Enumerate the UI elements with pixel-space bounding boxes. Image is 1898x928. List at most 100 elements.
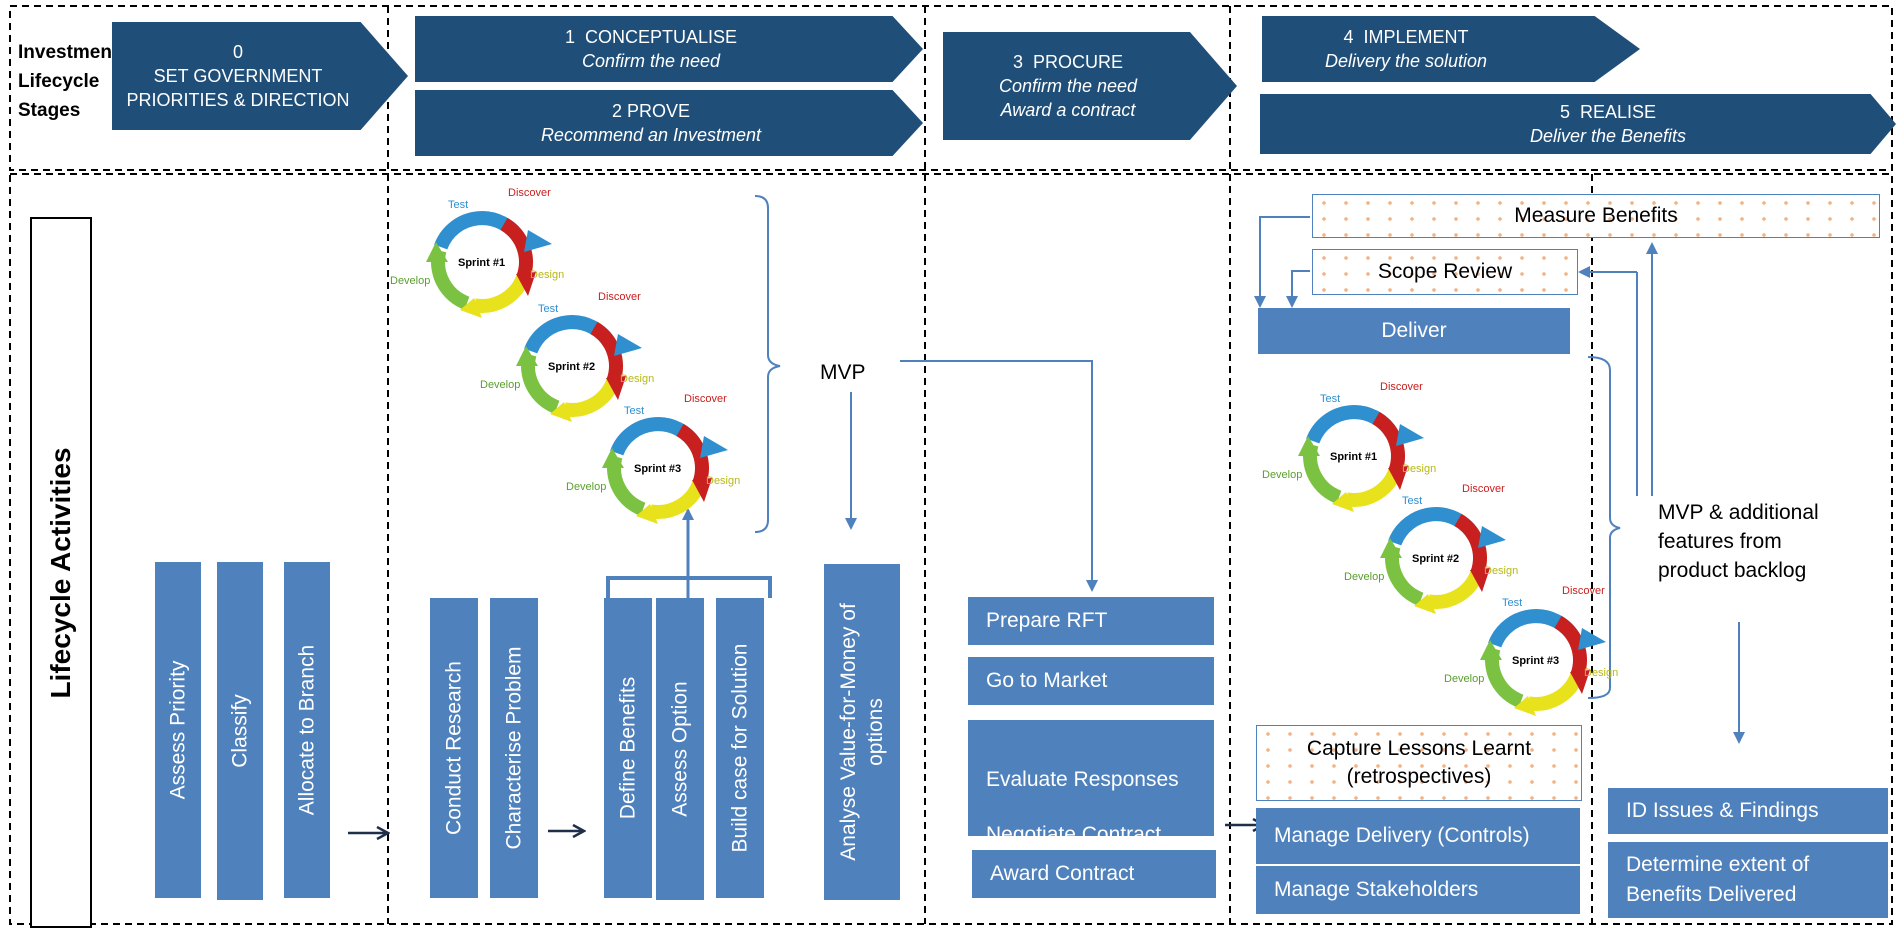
test-label: Test	[1320, 393, 1340, 405]
measure-benefits-box[interactable]: Measure Benefits	[1312, 194, 1880, 238]
lessons-learnt-line-2: (retrospectives)	[1346, 765, 1492, 788]
allocate-to-branch-box[interactable]: Allocate to Branch	[284, 562, 330, 898]
test-label: Test	[1502, 597, 1522, 609]
design-label: Design	[1584, 667, 1618, 679]
discover-label: Discover	[508, 187, 551, 199]
sprint-arrowhead	[1396, 424, 1424, 446]
stage-2-chevron: 2 PROVE Recommend an Investment	[415, 90, 923, 156]
stage-label-line-3: Stages	[18, 100, 81, 121]
assess-option-label: Assess Option	[668, 681, 692, 817]
develop-label: Develop	[480, 379, 520, 391]
go-to-market-box[interactable]: Go to Market	[968, 657, 1214, 705]
lifecycle-activities-label: Lifecycle Activities	[30, 217, 92, 928]
stage-4-number: 4	[1343, 27, 1354, 47]
develop-label: Develop	[390, 275, 430, 287]
characterise-problem-label: Characterise Problem	[502, 646, 526, 850]
build-case-label: Build case for Solution	[728, 643, 752, 853]
manage-stakeholders-box[interactable]: Manage Stakeholders	[1256, 866, 1580, 914]
stage-0-title: SET GOVERNMENT	[153, 66, 323, 86]
sprint-arrowhead	[1578, 628, 1606, 650]
sprint-label: Sprint #2	[1412, 553, 1459, 565]
discover-arrow	[1372, 411, 1405, 474]
assess-option-box[interactable]: Assess Option	[656, 598, 704, 900]
classify-box[interactable]: Classify	[217, 562, 263, 900]
lessons-learnt-box[interactable]: Capture Lessons Learnt (retrospectives)	[1256, 725, 1582, 801]
id-issues-box[interactable]: ID Issues & Findings	[1608, 788, 1888, 834]
develop-label: Develop	[1262, 469, 1302, 481]
assess-priority-box[interactable]: Assess Priority	[155, 562, 201, 898]
deliver-box[interactable]: Deliver	[1258, 308, 1570, 354]
benefits-delivered-line-2: Benefits Delivered	[1626, 883, 1797, 906]
stage-5-chevron: 5 REALISE Deliver the Benefits	[1260, 94, 1896, 154]
mvp-to-procure-arrow	[900, 360, 1098, 592]
benefits-delivered-box[interactable]: Determine extent of Benefits Delivered	[1608, 842, 1888, 918]
prepare-rft-box[interactable]: Prepare RFT	[968, 597, 1214, 645]
stage-5-subtitle: Deliver the Benefits	[1529, 126, 1687, 146]
stage-0-chevron: 0 SET GOVERNMENT PRIORITIES & DIRECTION	[112, 22, 408, 130]
sprint-arrowhead	[1478, 526, 1506, 548]
stage-3-chevron: 3 PROCURE Confirm the need Award a contr…	[943, 32, 1237, 140]
id-issues-label: ID Issues & Findings	[1626, 799, 1819, 822]
design-arrow	[1527, 672, 1584, 711]
sprint-arrowhead	[524, 230, 552, 252]
discover-label: Discover	[1562, 585, 1605, 597]
lifecycle-activities-text: Lifecycle Activities	[45, 446, 76, 699]
scope-review-box[interactable]: Scope Review	[1312, 249, 1578, 295]
mvp-additional-line-2: features from	[1658, 530, 1782, 553]
stage-5-number: 5	[1559, 102, 1570, 122]
stage-2-number: 2	[611, 101, 622, 121]
stage-4-title: IMPLEMENT	[1363, 27, 1469, 47]
stage-5-title: REALISE	[1579, 102, 1657, 122]
stage-0-number: 0	[232, 42, 243, 62]
analyse-vfm-box[interactable]: Analyse Value-for-Money of options	[824, 564, 900, 900]
design-label: Design	[706, 475, 740, 487]
prepare-rft-label: Prepare RFT	[986, 609, 1108, 632]
discover-label: Discover	[1380, 381, 1423, 393]
stage-3-title: PROCURE	[1033, 52, 1124, 72]
deliver-label: Deliver	[1381, 319, 1447, 342]
characterise-problem-box[interactable]: Characterise Problem	[490, 598, 538, 898]
sprint-label: Sprint #1	[1330, 451, 1377, 463]
sprint-label: Sprint #3	[634, 463, 681, 475]
classify-label: Classify	[228, 694, 252, 768]
conduct-research-label: Conduct Research	[442, 661, 466, 835]
discover-label: Discover	[684, 393, 727, 405]
design-label: Design	[530, 269, 564, 281]
go-to-market-label: Go to Market	[986, 669, 1108, 692]
discover-label: Discover	[598, 291, 641, 303]
conduct-research-box[interactable]: Conduct Research	[430, 598, 478, 898]
define-benefits-box[interactable]: Define Benefits	[604, 598, 652, 898]
manage-stakeholders-label: Manage Stakeholders	[1274, 878, 1479, 901]
manage-delivery-box[interactable]: Manage Delivery (Controls)	[1256, 808, 1580, 864]
stage-label-line-2: Lifecycle	[18, 71, 100, 92]
mvp-additional-line-1: MVP & additional	[1658, 501, 1819, 524]
award-contract-box[interactable]: Award Contract	[972, 850, 1216, 898]
award-contract-label: Award Contract	[990, 862, 1135, 885]
scope-to-deliver-arrow	[1286, 270, 1310, 308]
stage-1-chevron: 1 CONCEPTUALISE Confirm the need	[415, 16, 923, 82]
mvp-additional-line-3: product backlog	[1658, 559, 1807, 582]
scope-review-label: Scope Review	[1377, 260, 1513, 283]
develop-label: Develop	[1344, 571, 1384, 583]
test-label: Test	[538, 303, 558, 315]
measure-benefits-label: Measure Benefits	[1514, 204, 1678, 227]
sprint-arrowhead	[700, 436, 728, 458]
measure-to-deliver-arrow	[1254, 216, 1310, 308]
stage-3-subtitle-2: Award a contract	[1000, 100, 1136, 120]
develop-label: Develop	[1444, 673, 1484, 685]
sprint-arrowhead	[614, 334, 642, 356]
manage-delivery-label: Manage Delivery (Controls)	[1274, 824, 1530, 847]
analyse-vfm-label: Analyse Value-for-Money of options	[835, 603, 889, 861]
evaluate-negotiate-box[interactable]: Evaluate Responses Negotiate Contract	[968, 720, 1214, 836]
discover-arrow	[676, 423, 709, 486]
stage-3-subtitle: Confirm the need	[998, 76, 1138, 96]
build-case-box[interactable]: Build case for Solution	[716, 598, 764, 898]
options-brace	[606, 576, 772, 598]
mvp-additional-text: MVP & additional features from product b…	[1658, 498, 1819, 585]
stage-4-subtitle: Delivery the solution	[1324, 51, 1488, 71]
stage-2-subtitle: Recommend an Investment	[540, 125, 762, 145]
sprint-label: Sprint #2	[548, 361, 595, 373]
test-label: Test	[624, 405, 644, 417]
